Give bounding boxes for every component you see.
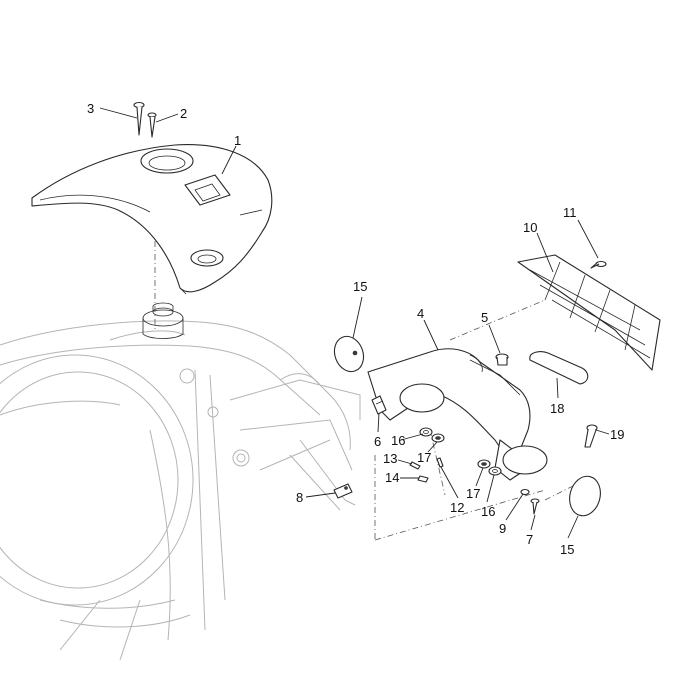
- callout-1: 1: [234, 133, 241, 148]
- callout-10: 10: [523, 220, 537, 235]
- bolt-part-19: [584, 424, 598, 448]
- licence-plate-holder-part-10: [517, 254, 661, 371]
- callout-17-upper: 17: [417, 450, 431, 465]
- clip-part-6: [371, 395, 387, 415]
- plate-bracket-part-4: [367, 348, 548, 481]
- callout-7: 7: [526, 532, 533, 547]
- reflector-part-15-lower: [569, 475, 601, 517]
- rear-rack-part-1: [31, 144, 273, 295]
- callout-13: 13: [383, 451, 397, 466]
- callout-19: 19: [610, 427, 624, 442]
- callout-14: 14: [385, 470, 399, 485]
- reflector-part-15-upper: [333, 335, 365, 373]
- callout-4: 4: [417, 306, 424, 321]
- assembly-guide-lines: [154, 215, 576, 541]
- callout-6: 6: [374, 434, 381, 449]
- callout-15-lower: 15: [560, 542, 574, 557]
- callout-12: 12: [450, 500, 464, 515]
- callout-3: 3: [87, 101, 94, 116]
- screw-part-5: [495, 353, 509, 366]
- clip-part-8: [333, 483, 353, 499]
- washer-part-16-upper: [419, 427, 433, 437]
- callout-2: 2: [180, 106, 187, 121]
- callout-17-lower: 17: [466, 486, 480, 501]
- washer-part-9: [520, 488, 530, 496]
- screw-part-11: [590, 260, 607, 269]
- fuel-cap: [142, 302, 184, 339]
- callout-15-upper: 15: [353, 279, 367, 294]
- pin-part-14: [417, 475, 429, 483]
- screw-part-2: [147, 112, 157, 138]
- scooter-frame-outline: [0, 320, 361, 661]
- callout-11: 11: [563, 205, 577, 220]
- washer-part-16-lower: [488, 466, 502, 476]
- callout-16-lower: 16: [481, 504, 495, 519]
- callout-5: 5: [481, 310, 488, 325]
- callout-18: 18: [550, 401, 564, 416]
- rubber-pad-part-18: [529, 351, 589, 385]
- leader-lines: [99, 107, 610, 539]
- callout-labels: 3 2 1 11 10 15 4 5 18 6 16 13 17 14 8 12…: [87, 101, 624, 557]
- screw-part-3: [133, 101, 145, 136]
- callout-8: 8: [296, 490, 303, 505]
- nut-part-17-upper: [431, 433, 445, 443]
- callout-9: 9: [499, 521, 506, 536]
- callout-16-upper: 16: [391, 433, 405, 448]
- pin-part-12: [436, 457, 444, 468]
- nut-part-17-lower: [477, 459, 491, 469]
- screw-part-7: [530, 498, 540, 515]
